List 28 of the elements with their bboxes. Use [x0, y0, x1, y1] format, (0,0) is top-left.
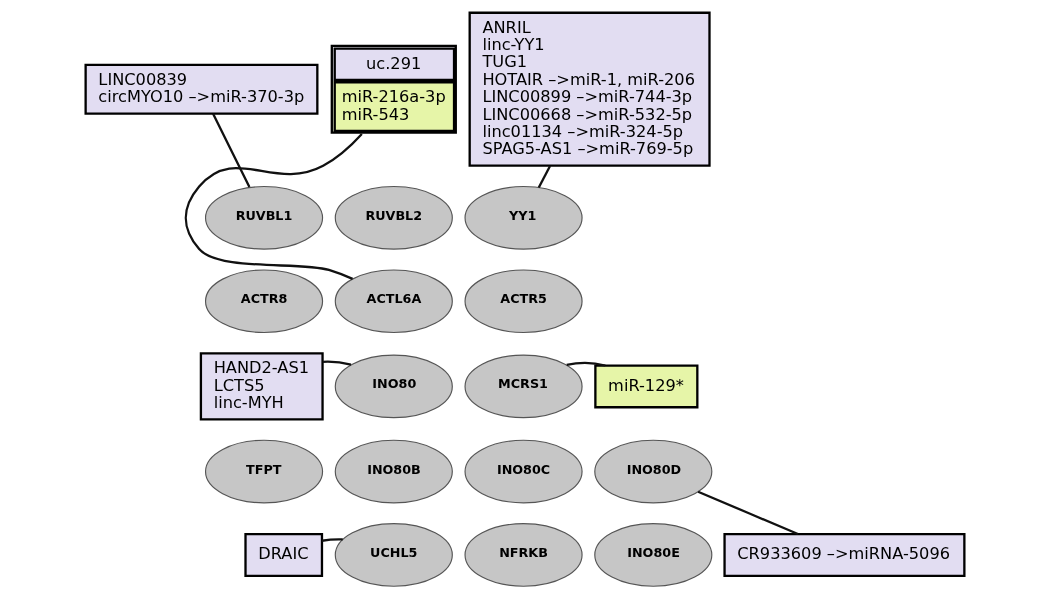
node-ellipse: YY1	[463, 185, 583, 250]
connector	[537, 165, 551, 189]
node-ellipse: NFRKB	[463, 523, 583, 587]
connector	[184, 133, 363, 280]
connector	[566, 361, 606, 367]
node-ellipse: ACTL6A	[334, 269, 453, 334]
connector	[322, 360, 351, 366]
connector	[697, 490, 798, 536]
node-ellipse: ACTR5	[463, 269, 583, 334]
node-ellipse: TFPT	[204, 439, 323, 504]
node-ellipse: INO80C	[463, 439, 583, 504]
node-ellipse: INO80B	[334, 439, 453, 504]
node-ellipse: RUVBL1	[204, 185, 323, 250]
node-ellipse: INO80D	[593, 439, 712, 504]
node-ellipse: INO80	[334, 354, 453, 419]
node-box: ANRIL linc-YY1 TUG1 HOTAIR –>miR-1, miR-206 LINC00899 –>miR-744-3p LINC00668 –>miR-532-5p linc01134 –>miR-324-5p SPAG5-AS1 –>miR-769-5p	[468, 11, 711, 167]
node-box: LINC00839 circMYO10 –>miR-370-3p	[83, 63, 318, 115]
node-box: miR-129*	[593, 364, 698, 409]
node-ellipse: MCRS1	[463, 354, 583, 419]
node-box: DRAIC	[243, 532, 323, 577]
node-ellipse: RUVBL2	[334, 185, 453, 250]
node-box: CR933609 –>miRNA-5096	[722, 532, 966, 577]
node-box: HAND2-AS1 LCTS5 linc-MYH	[199, 352, 324, 421]
node-ellipse: INO80E	[593, 523, 712, 587]
node-ellipse: ACTR8	[204, 269, 323, 334]
node-ellipse: UCHL5	[334, 523, 453, 587]
connector	[211, 113, 250, 188]
connector	[321, 538, 343, 542]
